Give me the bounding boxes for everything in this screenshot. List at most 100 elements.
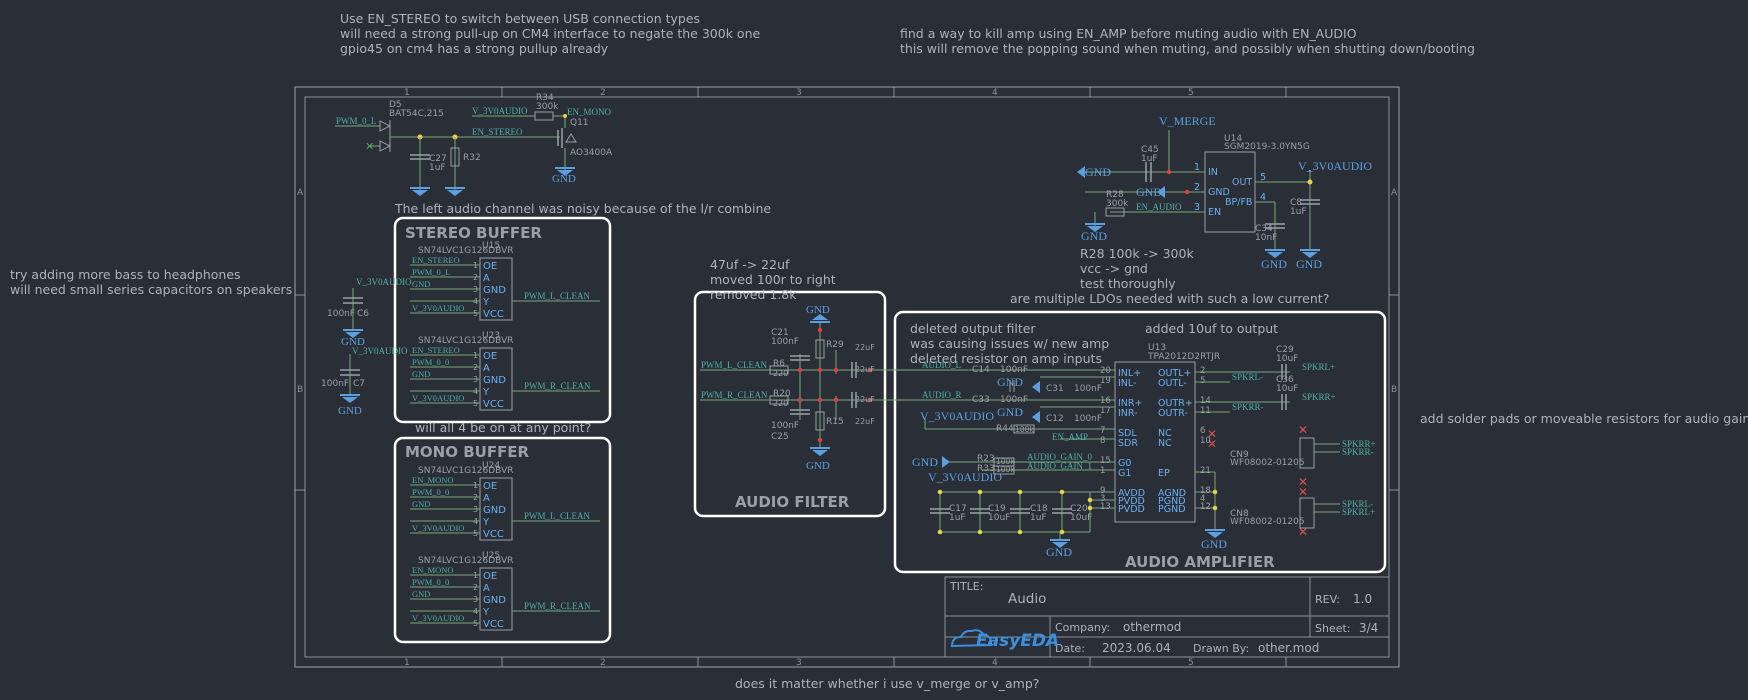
u24-part: SN74LVC1G126DBVR [418,466,513,476]
u24-pin-5: VCC [483,529,504,540]
u15-part: SN74LVC1G126DBVR [418,246,513,256]
u15-pin-num-1: 1 [473,261,478,270]
note-en-stereo: Use EN_STEREO to switch between USB conn… [340,11,761,56]
u13-pin-num-right-5: 10 [1200,436,1211,446]
net-en-amp: EN_AMP [1052,432,1088,442]
u23-pin-2: A [483,363,490,374]
u24-pin-2: A [483,493,490,504]
cn8-part: WF08002-01205 [1230,517,1305,527]
u23-out-net: PWM_R_CLEAN [524,381,591,391]
r23-value: 100k [996,457,1015,466]
u14-pin-out: OUT [1232,177,1252,188]
u23-pin-1: OE [483,351,497,362]
c12-ref: C12 [1046,414,1064,424]
ldo-circuit [1077,130,1320,258]
left-decoupling [340,288,363,403]
u13-pin-r-10: NC [1158,438,1172,449]
net-en-stereo-top: EN_STEREO [472,127,523,137]
u13-pin-r-6: NC [1158,428,1172,439]
u13-pin-r-21: EP [1158,468,1170,479]
net-audio-gain-0: AUDIO_GAIN_0 [1027,452,1092,462]
u23-net-5: V_3V0AUDIO [412,393,464,403]
r6-value: 220 [773,369,788,378]
u13-pins: INL+20INL-19INR+16INR-17SDL7SDR8G015G11A… [1100,366,1211,515]
cn8-ref: CN8 [1230,509,1249,519]
col-1-bottom: 1 [404,658,410,668]
gnd-label-q11: GND [552,173,576,185]
note-amp-changes: deleted output filter was causing issues… [910,321,1110,366]
c43b-value: 22uF [855,417,875,426]
c27-value: 1uF [429,163,446,173]
frame-labels: 1 2 3 4 5 1 2 3 4 5 A B A B [297,88,1398,668]
u13-pin-8: SDR [1118,438,1138,449]
audio-amplifier-block [893,310,1387,574]
q11-part: AO3400A [570,148,613,158]
cloud-icon [950,629,993,648]
c6-ref: C6 [357,309,369,319]
col-4-bottom: 4 [992,658,998,668]
u15-out-net: PWM_L_CLEAN [524,291,590,301]
u13-pin-15: G0 [1118,458,1131,469]
c36-value: 10uF [1276,384,1298,394]
col-5-top: 5 [1188,88,1194,98]
net-spkrl-p: SPKRL+ [1302,362,1335,372]
c18-ref: C18 [1030,504,1048,514]
u15-pin-num-3: 3 [473,285,478,294]
drawn-value: other.mod [1258,641,1319,655]
u24-pin-4: Y [482,517,490,528]
filter-circuit [700,314,1115,456]
u13-pin-r-2: OUTL+ [1158,368,1192,379]
r44-value: 100k [1015,425,1034,434]
audio-filter-block [693,290,887,518]
c45-ref: C45 [1141,145,1159,155]
u23-part: SN74LVC1G126DBVR [418,336,513,346]
note-bass: try adding more bass to headphones will … [10,267,293,297]
u15-net-5: V_3V0AUDIO [412,303,464,313]
net-spkrl-n-cn8: SPKRL- [1342,499,1373,509]
r34-value: 300k [536,102,559,112]
gnd-label-u13: GND [1201,537,1227,551]
u25-pin-4: Y [482,607,490,618]
col-4-top: 4 [992,88,998,98]
net-audio-gain-1: AUDIO_GAIN_1 [1027,461,1092,471]
buffer-ics: SN74LVC1G126DBVRU15OE1EN_STEREOA2PWM_0_L… [410,241,600,631]
u23-pin-4: Y [482,387,490,398]
u13-pin-16: INR+ [1118,398,1142,409]
note-all-four: will all 4 be on at any point? [415,420,592,435]
net-v3v0audio-ldo: V_3V0AUDIO [1298,159,1372,173]
title-value: Audio [1008,591,1046,607]
net-v-merge: V_MERGE [1159,114,1216,128]
u15-pin-2: A [483,273,490,284]
u13-pin-num-right-1: 5 [1200,376,1205,386]
u13-ref: U13 [1148,343,1166,353]
u25-pin-num-3: 3 [473,595,478,604]
u25-pin-num-2: 2 [473,583,478,592]
cn9-ref: CN9 [1230,450,1249,460]
net-spkrr-n-cn9: SPKRR- [1342,447,1374,457]
u15-pin-3: GND [483,285,506,296]
c13-value: 22uF [855,395,875,404]
u24-net-3: GND [412,499,430,509]
cn9-part: WF08002-01205 [1230,458,1305,468]
rev-label: REV: [1315,593,1340,606]
c36-ref: C36 [1276,375,1294,385]
u13-pin-num-right-2: 14 [1200,396,1211,406]
c31-ref: C31 [1046,384,1064,394]
c25-value: 100nF [771,421,799,431]
c17-ref: C17 [949,504,967,514]
note-added-cap: added 10uf to output [1145,321,1279,336]
r23-ref: R23 [977,454,995,464]
r28-value: 300k [1106,199,1129,209]
u13-pin-num-left-5: 8 [1100,436,1105,446]
u25-net-3: GND [412,589,430,599]
u15-net-3: GND [412,279,430,289]
u14-pin-gnd: GND [1208,187,1230,198]
u23-pin-num-4: 4 [473,387,478,396]
u13-pin-1: G1 [1118,468,1131,479]
note-filter-changes: 47uf -> 22uf moved 100r to right removed… [710,257,836,302]
u14-pin-in: IN [1208,167,1218,178]
r28-ref: R28 [1106,190,1124,200]
company-value: othermod [1123,620,1181,634]
r29-ref: R29 [826,340,844,350]
